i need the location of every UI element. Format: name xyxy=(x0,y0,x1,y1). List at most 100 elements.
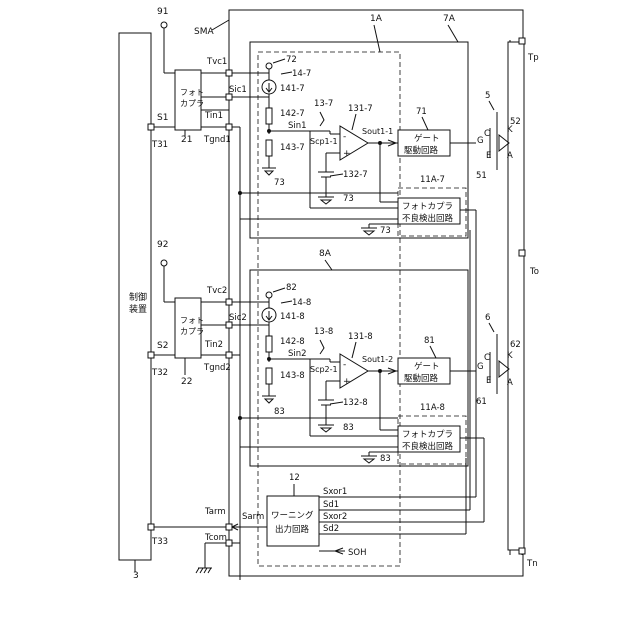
svg-text:Sd1: Sd1 xyxy=(323,500,339,510)
gate-drive-71: ゲート 駆動回路 71 xyxy=(398,107,450,156)
svg-text:12: 12 xyxy=(289,473,300,483)
svg-text:Sin2: Sin2 xyxy=(288,349,307,359)
gate-drive-81: ゲート 駆動回路 81 xyxy=(398,336,450,384)
svg-text:-: - xyxy=(343,360,346,370)
upper-sense-circuit: 72 14-7 141-7 142-7 Sin1 143-7 73 13-7 S… xyxy=(240,55,398,208)
node-92: 92 xyxy=(157,240,175,302)
svg-text:フォト: フォト xyxy=(180,316,204,325)
svg-text:61: 61 xyxy=(476,397,487,407)
svg-text:11A-7: 11A-7 xyxy=(420,175,445,185)
tvc1-label: Tvc1 xyxy=(206,57,227,67)
tp-label: Tp xyxy=(527,53,539,63)
controller-label-1: 制御 xyxy=(129,291,147,303)
svg-text:ワーニング: ワーニング xyxy=(271,510,314,521)
controller-ref: 3 xyxy=(133,571,139,581)
svg-text:G: G xyxy=(477,136,484,146)
svg-text:カプラ: カプラ xyxy=(180,327,204,336)
svg-text:143-7: 143-7 xyxy=(280,143,305,153)
svg-text:Sin1: Sin1 xyxy=(288,121,307,131)
svg-text:131-8: 131-8 xyxy=(348,332,373,342)
tvc2-label: Tvc2 xyxy=(206,286,227,296)
svg-text:82: 82 xyxy=(286,283,297,293)
svg-text:141-8: 141-8 xyxy=(280,312,305,322)
module-7a-label: 7A xyxy=(443,14,456,24)
t33-label: T33 xyxy=(151,537,168,547)
svg-text:73: 73 xyxy=(380,226,391,236)
svg-text:駆動回路: 駆動回路 xyxy=(404,145,439,156)
tn-label: Tn xyxy=(526,559,538,569)
svg-text:Sd2: Sd2 xyxy=(323,524,339,534)
svg-text:5: 5 xyxy=(485,91,490,101)
sarm-label: Sarm xyxy=(242,512,264,522)
s1-label: S1 xyxy=(157,113,168,123)
svg-text:K: K xyxy=(507,351,513,361)
tgnd1-label: Tgnd1 xyxy=(203,135,231,145)
svg-text:83: 83 xyxy=(343,423,354,433)
svg-text:駆動回路: 駆動回路 xyxy=(404,373,439,384)
svg-text:K: K xyxy=(507,125,513,135)
svg-text:62: 62 xyxy=(510,340,521,350)
svg-text:71: 71 xyxy=(416,107,427,117)
svg-text:13-7: 13-7 xyxy=(314,99,333,109)
svg-text:E: E xyxy=(486,151,491,161)
svg-text:91: 91 xyxy=(157,7,168,17)
svg-text:73: 73 xyxy=(274,178,285,188)
svg-text:81: 81 xyxy=(424,336,435,346)
svg-text:11A-8: 11A-8 xyxy=(420,403,445,413)
svg-text:出力回路: 出力回路 xyxy=(275,524,310,535)
svg-text:21: 21 xyxy=(181,135,192,145)
tgnd2-label: Tgnd2 xyxy=(203,363,231,373)
svg-text:143-8: 143-8 xyxy=(280,371,305,381)
svg-text:-: - xyxy=(343,132,346,142)
t31-label: T31 xyxy=(151,140,168,150)
svg-text:フォト: フォト xyxy=(180,88,204,97)
svg-text:SOH: SOH xyxy=(348,548,366,558)
svg-text:132-7: 132-7 xyxy=(343,170,368,180)
svg-text:83: 83 xyxy=(274,407,285,417)
tarm-label: Tarm xyxy=(204,507,226,517)
module-8a-label: 8A xyxy=(319,249,332,259)
svg-text:Sxor1: Sxor1 xyxy=(323,487,347,497)
svg-text:Sout1-1: Sout1-1 xyxy=(362,127,393,136)
svg-text:14-7: 14-7 xyxy=(292,69,311,79)
svg-text:フォトカプラ: フォトカプラ xyxy=(402,202,453,212)
svg-text:72: 72 xyxy=(286,55,297,65)
tcom-label: Tcom xyxy=(204,533,227,543)
svg-text:E: E xyxy=(486,376,491,386)
svg-text:132-8: 132-8 xyxy=(343,398,368,408)
s2-label: S2 xyxy=(157,341,168,351)
svg-text:G: G xyxy=(477,362,484,372)
svg-text:131-7: 131-7 xyxy=(348,104,373,114)
svg-text:+: + xyxy=(343,377,351,387)
svg-text:Scp1-1: Scp1-1 xyxy=(310,137,338,146)
photocoupler-22: フォト カプラ 22 xyxy=(175,298,204,387)
svg-text:Sout1-2: Sout1-2 xyxy=(362,355,393,364)
svg-text:A: A xyxy=(507,378,513,388)
svg-text:不良検出回路: 不良検出回路 xyxy=(402,213,454,224)
module-sma-label: SMA xyxy=(194,27,214,37)
module-1a-label: 1A xyxy=(370,14,383,24)
svg-text:C: C xyxy=(484,353,490,363)
tin1-label: Tin1 xyxy=(204,111,223,121)
svg-text:+: + xyxy=(343,149,351,159)
svg-text:141-7: 141-7 xyxy=(280,84,305,94)
photocoupler-21: フォト カプラ 21 xyxy=(175,70,204,145)
svg-text:51: 51 xyxy=(476,171,487,181)
controller-label-2: 装置 xyxy=(129,303,147,315)
svg-text:73: 73 xyxy=(343,194,354,204)
to-label: To xyxy=(529,267,539,277)
lower-sense-circuit: 82 14-8 141-8 142-8 Sin2 143-8 83 13-8 S… xyxy=(240,283,398,436)
svg-text:フォトカプラ: フォトカプラ xyxy=(402,430,453,440)
svg-text:83: 83 xyxy=(380,454,391,464)
tin2-label: Tin2 xyxy=(204,340,223,350)
node-91: 91 xyxy=(157,7,175,73)
svg-text:92: 92 xyxy=(157,240,168,250)
svg-text:14-8: 14-8 xyxy=(292,298,311,308)
svg-text:22: 22 xyxy=(181,377,192,387)
svg-text:142-8: 142-8 xyxy=(280,337,305,347)
svg-text:6: 6 xyxy=(485,313,490,323)
controller-block: 制御 装置 3 xyxy=(119,33,151,581)
svg-text:Sxor2: Sxor2 xyxy=(323,512,347,522)
svg-text:A: A xyxy=(507,151,513,161)
